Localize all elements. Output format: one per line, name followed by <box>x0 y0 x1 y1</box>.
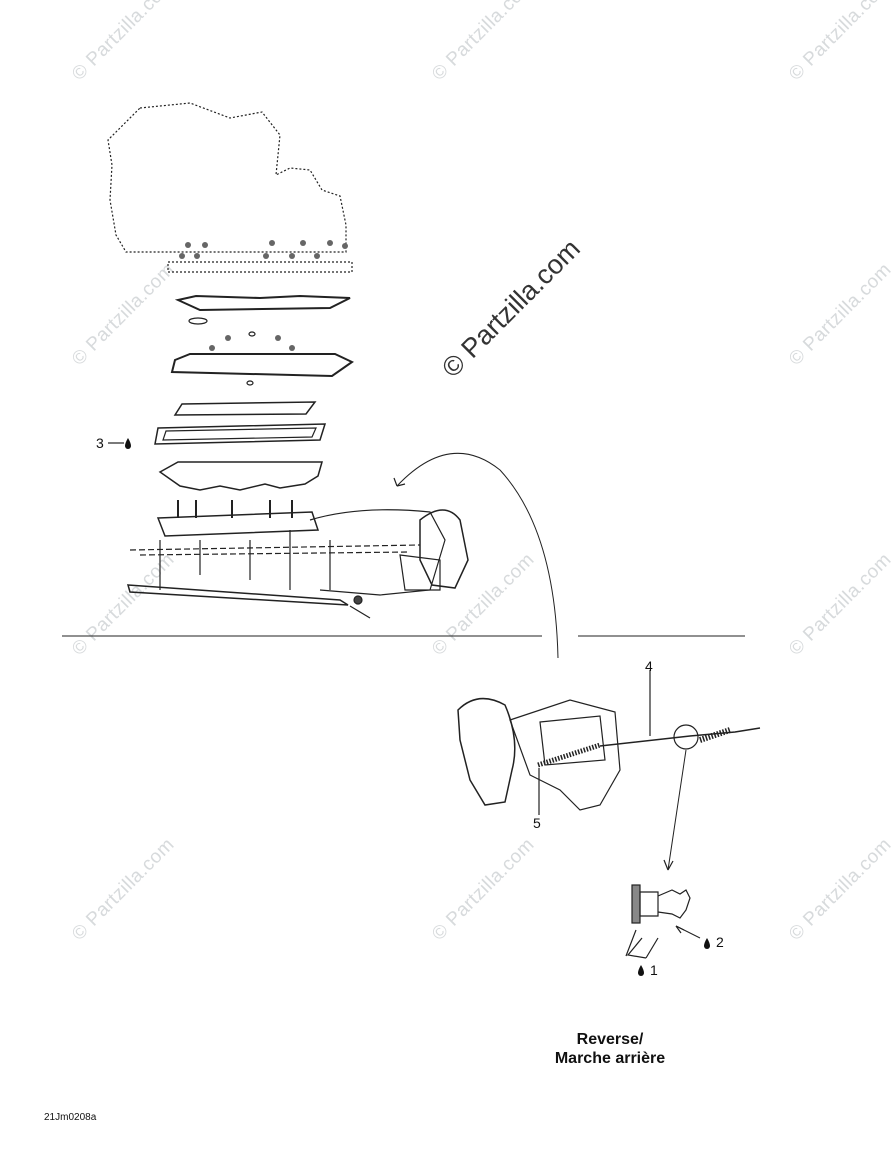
pump-assembly <box>126 500 469 619</box>
o-ring <box>188 317 208 325</box>
oil-drop-icon <box>638 965 644 976</box>
figure-reference: 21Jm0208a <box>44 1112 97 1123</box>
caption-line-1: Reverse/ <box>576 1031 644 1048</box>
engine-outline <box>107 102 347 253</box>
ride-plate <box>126 584 349 606</box>
seal-frame <box>154 423 327 445</box>
middle-gasket <box>173 401 317 416</box>
rubber-boot <box>158 461 323 491</box>
detail-circle <box>673 724 699 750</box>
adapter-plate <box>170 353 354 378</box>
callout-5: 5 <box>533 815 541 831</box>
engine-base-plate <box>167 261 353 273</box>
upper-gasket <box>174 294 351 312</box>
callout-2: 2 <box>716 934 724 950</box>
adapter-plate-nuts <box>209 335 295 351</box>
engine-bolts <box>179 240 348 259</box>
callout-1: 1 <box>650 962 658 978</box>
reverse-gate-assembly <box>457 697 761 959</box>
jet-nozzle <box>419 509 469 589</box>
zoom-arrow-curve <box>396 452 559 659</box>
caption-line-2: Marche arrière <box>554 1050 666 1067</box>
callout-4: 4 <box>645 658 653 674</box>
bulkhead-fitting <box>631 884 641 924</box>
callout-3: 3 <box>96 435 104 451</box>
diagram-caption: Reverse/ Marche arrière <box>540 1030 680 1068</box>
reverse-gate <box>457 697 516 806</box>
reverse-cable <box>599 727 761 747</box>
oil-drop-icon <box>704 938 710 949</box>
cable-spring <box>537 742 601 768</box>
oil-drop-icon <box>125 438 131 449</box>
